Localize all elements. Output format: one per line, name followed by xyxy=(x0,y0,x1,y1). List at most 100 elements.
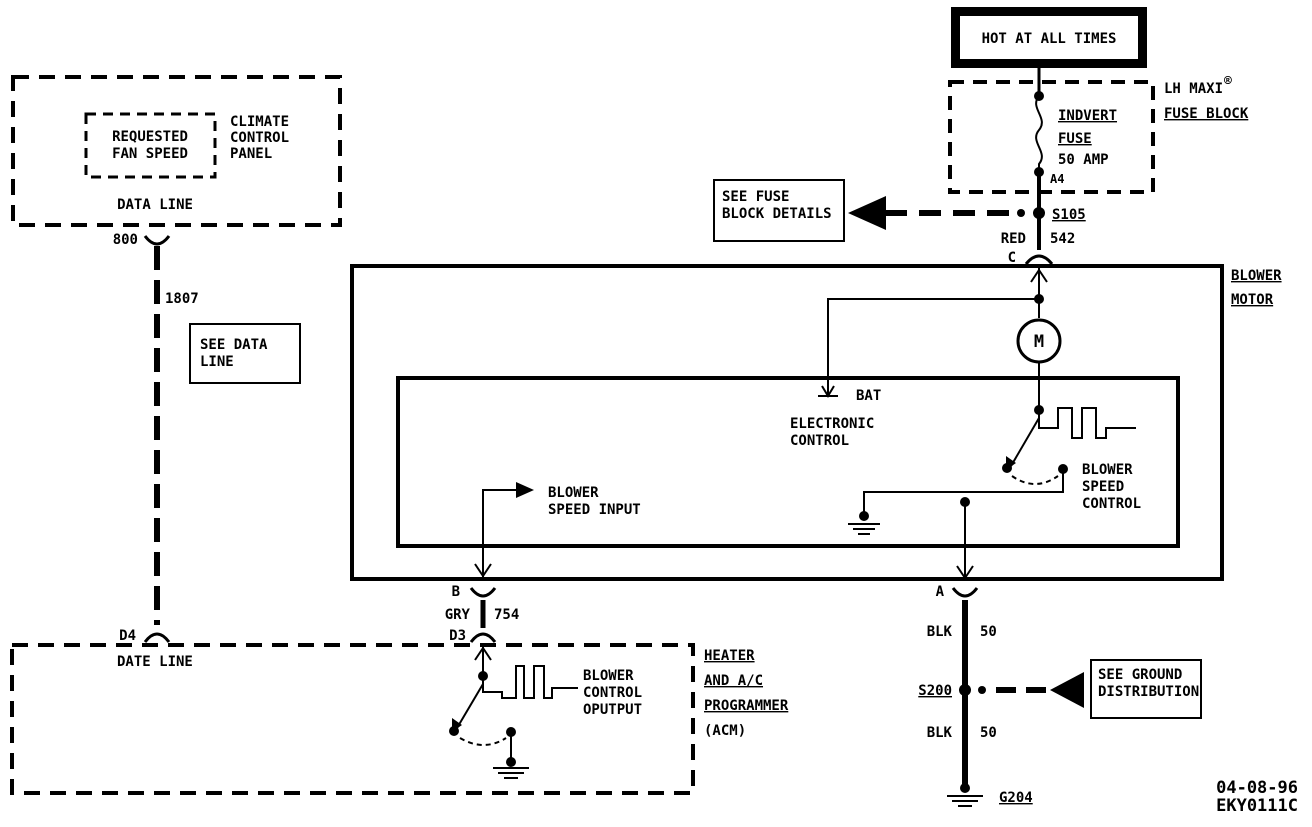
see-data-line-box xyxy=(189,323,301,384)
switch-contact xyxy=(1002,463,1012,473)
connector-c-pin: C xyxy=(1008,250,1016,266)
connector-a xyxy=(951,587,979,598)
switch-arc xyxy=(1011,475,1059,485)
speed-input-1: BLOWER xyxy=(548,485,599,501)
output-ground-node xyxy=(506,757,516,767)
bat-wire xyxy=(827,298,1039,396)
fuse-word: FUSE xyxy=(1058,131,1092,147)
output-label-1: BLOWER xyxy=(583,668,634,684)
connector-d4 xyxy=(143,632,171,643)
fuse-block-reg: ® xyxy=(1224,74,1232,89)
splice-s105-branch xyxy=(1017,209,1025,217)
programmer-label-1: HEATER xyxy=(704,648,755,664)
output-switch-contact xyxy=(449,726,459,736)
footer-code: EKY0111C xyxy=(1216,796,1298,816)
climate-label-1: CLIMATE xyxy=(230,114,289,130)
fuse-name: INDVERT xyxy=(1058,108,1117,124)
programmer-label-3: PROGRAMMER xyxy=(704,698,789,714)
blower-motor-label-1: BLOWER xyxy=(1231,268,1282,284)
speed-switch xyxy=(1010,417,1040,467)
speed-ctrl-2: SPEED xyxy=(1082,479,1124,495)
electronic-label-1: ELECTRONIC xyxy=(790,416,874,432)
wire-50-circuit-2: 50 xyxy=(980,725,997,741)
programmer-label-4: (ACM) xyxy=(704,723,746,739)
speed-input-wire xyxy=(482,489,516,578)
hot-box-inner xyxy=(960,16,1138,59)
wire-542-circuit: 542 xyxy=(1050,231,1075,247)
ground-dist-box xyxy=(1090,659,1202,719)
ground-dist-1: SEE GROUND xyxy=(1098,667,1182,683)
fuse-block-label-1: LH MAXI xyxy=(1164,81,1223,97)
fuse-rating: 50 AMP xyxy=(1058,152,1109,168)
programmer-pin: D4 xyxy=(119,628,136,644)
climate-data-line: DATA LINE xyxy=(117,197,193,213)
connector-d3-pin: D3 xyxy=(449,628,466,644)
blower-motor-box xyxy=(350,264,1224,581)
ground-dist-arrow xyxy=(1050,672,1084,708)
output-label-2: CONTROL xyxy=(583,685,642,701)
programmer-outline xyxy=(10,643,695,795)
see-data-line-1: SEE DATA xyxy=(200,337,268,353)
bat-label: BAT xyxy=(856,388,881,404)
speed-ctrl-1: BLOWER xyxy=(1082,462,1133,478)
wire-754-circuit: 754 xyxy=(494,607,519,623)
wire-542-color: RED xyxy=(1001,231,1026,247)
fuse-details-box xyxy=(713,179,845,242)
footer-date: 04-08-96 xyxy=(1216,778,1298,798)
wire-50-color-1: BLK xyxy=(927,624,953,640)
electronic-label-2: CONTROL xyxy=(790,433,849,449)
programmer-label-2: AND A/C xyxy=(704,673,763,689)
motor-letter: M xyxy=(1034,332,1044,352)
electronic-control-box xyxy=(396,376,1180,548)
climate-panel-outline xyxy=(11,75,342,227)
speed-ctrl-3: CONTROL xyxy=(1082,496,1141,512)
g204-node xyxy=(960,783,970,793)
control-ground-node xyxy=(859,511,869,521)
control-ground-wire xyxy=(863,469,1064,514)
wire-50-color-2: BLK xyxy=(927,725,953,741)
fuse-pin: A4 xyxy=(1050,172,1064,186)
climate-label-3: PANEL xyxy=(230,146,272,162)
output-switch xyxy=(456,683,484,729)
speed-input-arrow xyxy=(516,482,534,498)
output-label-3: OPUTPUT xyxy=(583,702,642,718)
splice-s200-branch xyxy=(978,686,986,694)
fuse-details-2: BLOCK DETAILS xyxy=(722,206,832,222)
fuse-block-outline xyxy=(948,80,1155,194)
fuse-details-1: SEE FUSE xyxy=(722,189,789,205)
fuse-details-arrow xyxy=(848,196,886,230)
ground-wire-a-arrow xyxy=(956,565,974,580)
ground-dist-2: DISTRIBUTION xyxy=(1098,684,1199,700)
blower-motor-label-2: MOTOR xyxy=(1231,292,1274,308)
climate-pin: 800 xyxy=(113,232,138,248)
splice-s105 xyxy=(1033,207,1045,219)
connector-b xyxy=(469,587,497,598)
wire-754-color: GRY xyxy=(445,607,471,623)
splice-s200 xyxy=(959,684,971,696)
programmer-date-line: DATE LINE xyxy=(117,654,193,670)
motor-feed-arrow xyxy=(1030,268,1048,283)
output-pwm-signal xyxy=(482,665,578,699)
wire-50-circuit-1: 50 xyxy=(980,624,997,640)
speed-input-2: SPEED INPUT xyxy=(548,502,641,518)
connector-a-pin: A xyxy=(936,584,945,600)
requested-2: FAN SPEED xyxy=(112,146,188,162)
connector-800 xyxy=(143,235,171,246)
output-arrow xyxy=(474,646,492,661)
splice-s105-id: S105 xyxy=(1052,207,1086,223)
output-switch-arc xyxy=(459,737,507,746)
see-data-line-2: LINE xyxy=(200,354,234,370)
requested-fan-box xyxy=(84,112,217,179)
splice-s200-id: S200 xyxy=(918,683,952,699)
requested-1: REQUESTED xyxy=(112,129,188,145)
hot-label: HOT AT ALL TIMES xyxy=(982,31,1117,47)
g204-id: G204 xyxy=(999,790,1033,806)
speed-input-down-arrow xyxy=(474,563,492,578)
climate-label-2: CONTROL xyxy=(230,130,289,146)
fuse-symbol xyxy=(1035,95,1043,172)
connector-c xyxy=(1024,254,1054,265)
connector-d3 xyxy=(469,632,497,643)
pwm-signal xyxy=(1038,407,1136,439)
